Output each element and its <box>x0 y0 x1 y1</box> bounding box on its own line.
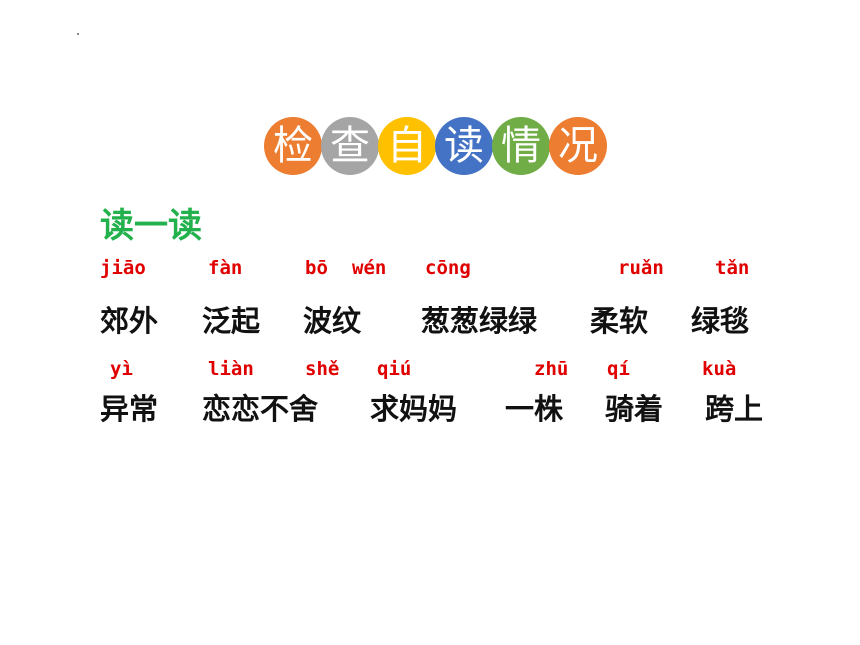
word-jiaowai: 郊外 <box>100 304 159 338</box>
pinyin-cong: cōng <box>425 257 471 279</box>
word-yizhu: 一株 <box>505 392 564 426</box>
title-char-6: 况 <box>549 117 607 175</box>
word-fanqi: 泛起 <box>202 304 261 338</box>
pinyin-bo: bō <box>305 257 328 279</box>
title-char-1: 检 <box>264 117 322 175</box>
word-lvtan: 绿毯 <box>691 304 750 338</box>
section-heading: 读一读 <box>100 206 202 246</box>
title-char-3: 自 <box>378 117 436 175</box>
pinyin-lian: liàn <box>208 358 254 380</box>
pinyin-qiu: qiú <box>377 358 412 380</box>
word-lianlian: 恋恋不舍 <box>202 392 319 426</box>
title-banner: 检 查 自 读 情 况 <box>264 117 609 175</box>
word-kuashang: 跨上 <box>705 392 764 426</box>
word-rouruan: 柔软 <box>590 304 649 338</box>
pinyin-qi: qí <box>607 358 630 380</box>
word-bowen: 波纹 <box>303 304 362 338</box>
pinyin-she: shě <box>305 358 340 380</box>
pinyin-zhu: zhū <box>534 358 569 380</box>
word-qiumama: 求妈妈 <box>370 392 458 426</box>
title-char-2: 查 <box>321 117 379 175</box>
pinyin-fan: fàn <box>208 257 243 279</box>
pinyin-jiao: jiāo <box>100 257 146 279</box>
title-char-5: 情 <box>492 117 550 175</box>
pinyin-ruan: ruǎn <box>618 257 664 279</box>
pinyin-tan: tǎn <box>715 257 750 279</box>
pinyin-wen: wén <box>352 257 387 279</box>
word-qizhe: 骑着 <box>605 392 664 426</box>
title-char-4: 读 <box>435 117 493 175</box>
word-yichang: 异常 <box>100 392 159 426</box>
pinyin-yi: yì <box>110 358 133 380</box>
word-congcong: 葱葱绿绿 <box>421 304 538 338</box>
decorative-dot <box>77 33 79 35</box>
pinyin-kua: kuà <box>702 358 737 380</box>
